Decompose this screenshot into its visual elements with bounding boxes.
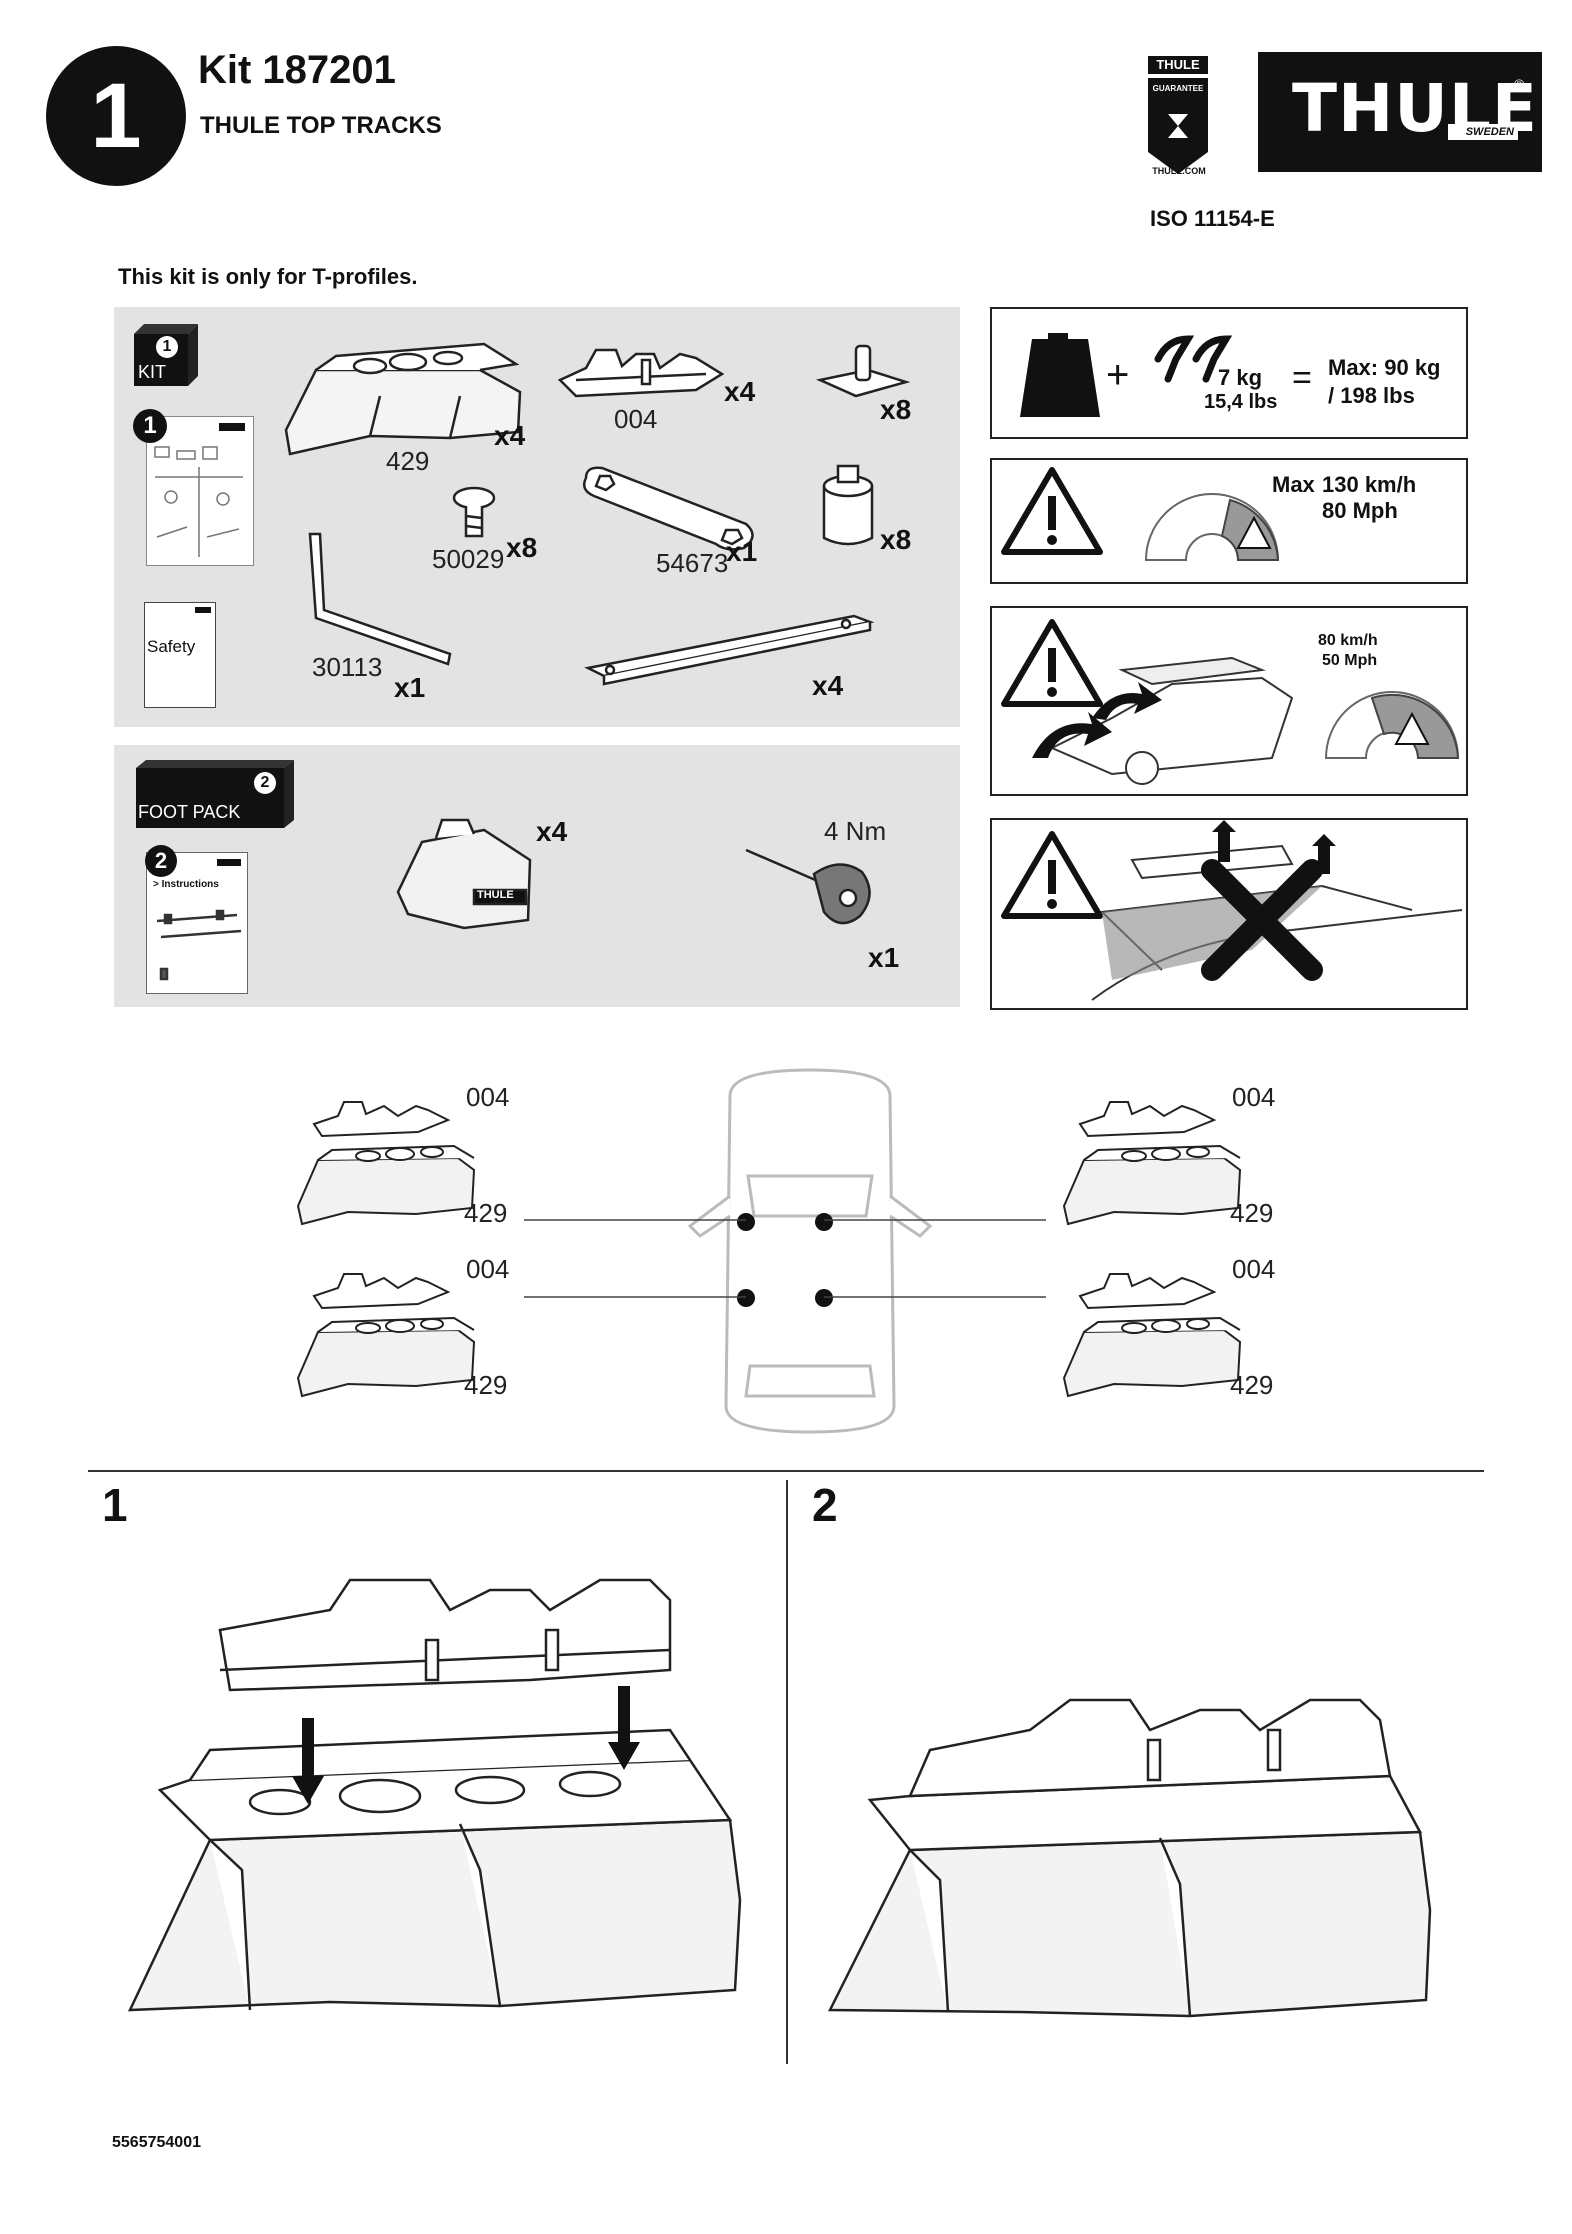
part-qty-cylinder: x8 <box>880 524 912 555</box>
step-1-illustration <box>127 1578 742 2012</box>
code-004-fl: 004 <box>466 1082 510 1112</box>
kit-subtitle: THULE TOP TRACKS <box>200 112 442 139</box>
plus-sign: + <box>1106 353 1130 397</box>
part-qty-54673: x1 <box>726 536 758 567</box>
foot-doc-text: > Instructions <box>153 879 219 890</box>
bar-weight-lbs: 15,4 lbs <box>1204 391 1278 413</box>
max-load: Max: 90 kg <box>1328 355 1441 380</box>
bar-weight: 7 kg <box>1218 365 1263 390</box>
kit-doc-number: 1 <box>133 409 167 443</box>
tool-54673-drawing <box>583 466 754 551</box>
safety-document: Safety <box>144 602 216 708</box>
guarantee-site: THULE.COM <box>1152 166 1206 176</box>
speed2-mph: 50 Mph <box>1322 652 1378 669</box>
code-004-fr: 004 <box>1232 1082 1276 1112</box>
assembly-rear-right <box>1062 1273 1242 1398</box>
speed-limit-box: Max 130 km/h 80 Mph <box>990 458 1468 584</box>
max-load-lbs: / 198 lbs <box>1328 383 1415 408</box>
code-429-rl: 429 <box>464 1370 508 1400</box>
code-429-fr: 429 <box>1230 1198 1274 1228</box>
code-429-rr: 429 <box>1230 1370 1274 1400</box>
foot-box-label: FOOT PACK <box>138 802 241 822</box>
guarantee-word: GUARANTEE <box>1152 84 1204 93</box>
weight-and-bars-icon <box>1020 333 1233 417</box>
leader-lines-bottom <box>524 1296 1046 1298</box>
step-2-illustration <box>827 1698 1432 2018</box>
part-qty-30113: x1 <box>394 672 426 703</box>
logo-registered: ® <box>1514 76 1525 92</box>
foot-pack-box-icon: 2 FOOT PACK <box>132 758 294 828</box>
part-code-004: 004 <box>614 404 658 434</box>
safety-label: Safety <box>147 637 196 656</box>
car-with-load-icon <box>1001 619 1460 785</box>
part-code-50029: 50029 <box>432 544 505 574</box>
long-load-speed-box: 80 km/h 50 Mph <box>990 606 1468 796</box>
step-2-number: 2 <box>812 1479 838 1531</box>
no-lift-roof-box <box>990 818 1468 1010</box>
speed-warning-icon <box>1001 467 1280 561</box>
speed-mph: 80 Mph <box>1322 498 1398 523</box>
document-number: 5565754001 <box>112 2134 201 2151</box>
part-qty-50029: x8 <box>506 532 538 563</box>
code-429-fl: 429 <box>464 1198 508 1228</box>
no-lift-roof-icon <box>1001 820 1463 1001</box>
foot-brand-label: THULE <box>477 889 514 901</box>
part-qty-429: x4 <box>494 420 526 451</box>
code-004-rl: 004 <box>466 1254 510 1284</box>
tool-qty: x1 <box>868 942 900 973</box>
t-bolt-drawing <box>815 344 911 398</box>
kit-box-number: 1 <box>156 336 178 358</box>
part-code-30113: 30113 <box>312 652 383 682</box>
equals-sign: = <box>1292 359 1312 397</box>
logo-subtext: SWEDEN <box>1448 124 1518 140</box>
kit-instruction-thumbnail: 1 <box>133 409 254 566</box>
cylinder-nut-drawing <box>822 464 874 546</box>
part-code-54673: 54673 <box>656 548 729 578</box>
thule-logo: THULE ® SWEDEN <box>1258 52 1542 172</box>
assembly-front-left <box>296 1101 476 1226</box>
foot-unit-drawing <box>396 818 532 930</box>
screw-50029-drawing <box>452 486 496 538</box>
torque-value: 4 Nm <box>824 816 887 846</box>
foot-doc-sketch-icon <box>156 909 242 981</box>
speed2-kmh: 80 km/h <box>1318 632 1378 649</box>
thumbnail-sketch-icon <box>154 423 245 557</box>
foot-instruction-thumbnail: 2 > Instructions <box>145 845 248 994</box>
assembly-front-right <box>1062 1101 1242 1226</box>
flat-plate-drawing <box>584 614 875 686</box>
clamp-004-drawing <box>557 348 725 398</box>
step-badge: 1 <box>46 46 186 186</box>
code-004-rr: 004 <box>1232 1254 1276 1284</box>
foot-doc-logo-icon <box>217 859 241 866</box>
steps-divider-horizontal <box>88 1470 1484 1472</box>
steps-divider-vertical <box>786 1480 788 2064</box>
step-1-number: 1 <box>102 1479 128 1531</box>
iso-standard: ISO 11154-E <box>1150 206 1275 231</box>
foot-box-number: 2 <box>254 772 276 794</box>
kit-box-icon: 1 KIT <box>130 322 198 388</box>
kit-title: Kit 187201 <box>198 48 396 92</box>
guarantee-badge: THULE GUARANTEE THULE.COM <box>1140 52 1232 182</box>
guarantee-top-label: THULE <box>1148 56 1208 74</box>
t-profile-note: This kit is only for T-profiles. <box>118 264 418 289</box>
load-capacity-box: + 7 kg 15,4 lbs = Max: 90 kg / 198 lbs <box>990 307 1468 439</box>
guarantee-shield-icon <box>1148 78 1208 174</box>
part-qty-004: x4 <box>724 376 756 407</box>
allen-key-30113-drawing <box>308 532 452 666</box>
speed-max-label: Max <box>1272 472 1315 497</box>
foot-qty: x4 <box>536 816 568 847</box>
base-429-drawing <box>284 342 522 456</box>
part-code-429: 429 <box>386 446 430 476</box>
assembly-rear-left <box>296 1273 476 1398</box>
speed-kmh: 130 km/h <box>1322 472 1417 497</box>
car-topview-diagram <box>687 1068 933 1434</box>
safety-logo-icon <box>195 607 211 613</box>
leader-lines-top <box>524 1219 1046 1221</box>
kit-panel <box>114 307 960 727</box>
torque-wrench-drawing <box>745 848 871 925</box>
kit-box-label: KIT <box>138 362 167 382</box>
part-qty-plate: x4 <box>812 670 844 701</box>
part-qty-tbolt: x8 <box>880 394 912 425</box>
foot-doc-number: 2 <box>145 845 177 877</box>
